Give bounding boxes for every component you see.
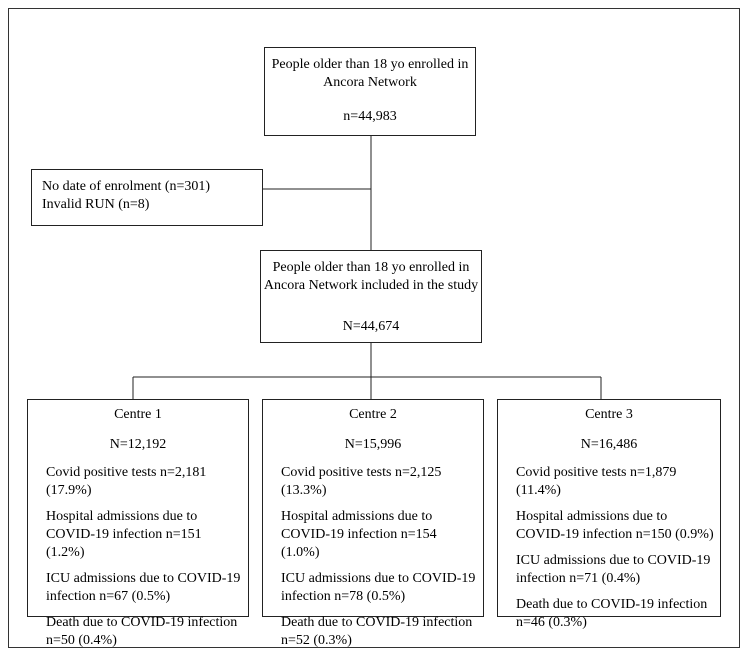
study-box: People older than 18 yo enrolled in Anco…	[260, 250, 482, 343]
centre-3-hospital-admissions: Hospital admissions due to COVID-19 infe…	[516, 509, 714, 542]
enrolled-title: People older than 18 yo enrolled in Anco…	[271, 57, 469, 90]
centre-3-count: N=16,486	[580, 437, 638, 452]
centre-2-icu-admissions: ICU admissions due to COVID-19 infection…	[281, 571, 476, 604]
exclusion-no-date: No date of enrolment (n=301)	[42, 179, 211, 194]
study-title: People older than 18 yo enrolled in Anco…	[263, 260, 479, 293]
exclusion-box: No date of enrolment (n=301) Invalid RUN…	[31, 169, 263, 226]
centre-2-positive-tests: Covid positive tests n=2,125 (13.3%)	[281, 465, 442, 498]
centre-1-icu-admissions: ICU admissions due to COVID-19 infection…	[46, 571, 241, 604]
centre-3-deaths: Death due to COVID-19 infection n=46 (0.…	[516, 597, 708, 630]
centre-2-count: N=15,996	[344, 437, 402, 452]
centre-3-title: Centre 3	[585, 407, 633, 422]
centre-3-positive-tests: Covid positive tests n=1,879 (11.4%)	[516, 465, 677, 498]
diagram-frame	[8, 8, 740, 648]
centre-2-box: Centre 2 N=15,996 Covid positive tests n…	[262, 399, 484, 648]
centre-3-box: Centre 3 N=16,486 Covid positive tests n…	[497, 399, 721, 630]
centre-1-title: Centre 1	[114, 407, 162, 422]
enrolled-count: n=44,983	[343, 109, 397, 124]
centre-1-box: Centre 1 N=12,192 Covid positive tests n…	[27, 399, 249, 648]
enrolled-box: People older than 18 yo enrolled in Anco…	[264, 47, 476, 136]
exclusion-invalid-run: Invalid RUN (n=8)	[42, 197, 150, 212]
centre-1-count: N=12,192	[109, 437, 167, 452]
study-count: N=44,674	[342, 319, 400, 334]
centre-1-hospital-admissions: Hospital admissions due to COVID-19 infe…	[46, 509, 202, 560]
centre-1-deaths: Death due to COVID-19 infection n=50 (0.…	[46, 615, 238, 648]
centre-2-deaths: Death due to COVID-19 infection n=52 (0.…	[281, 615, 473, 648]
centre-2-hospital-admissions: Hospital admissions due to COVID-19 infe…	[281, 509, 437, 560]
centre-1-positive-tests: Covid positive tests n=2,181 (17.9%)	[46, 465, 207, 498]
centre-3-icu-admissions: ICU admissions due to COVID-19 infection…	[516, 553, 711, 586]
centre-2-title: Centre 2	[349, 407, 397, 422]
